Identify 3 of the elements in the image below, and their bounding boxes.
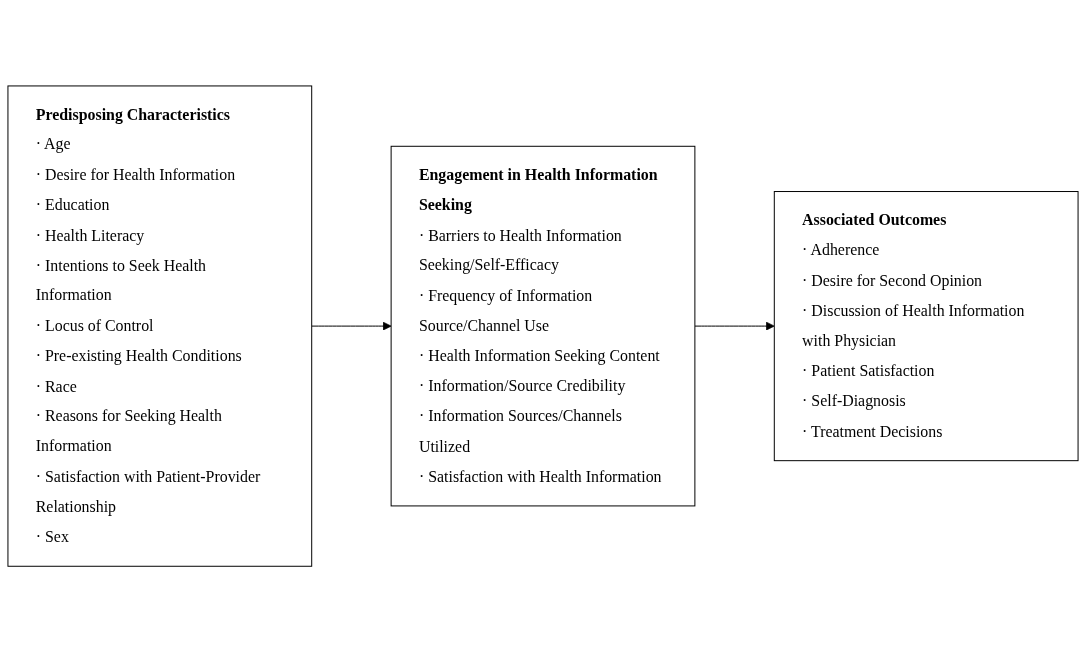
node-box: Predisposing Characteristics · Age · Desire for Health Information · Education · Health Literacy · Intentions to Seek Health Information · Locus of Control · Pre-existing Health Conditions · Race · Reasons for Seeking Health Information · Satisfaction with Patient-Provider Relationship · Sex — [7, 85, 313, 567]
node-box: Engagement in Health Information Seeking · Barriers to Health Information Seeking/Self-Efficacy · Frequency of Information Source/Channel Use · Health Information Seeking Content · Information/Source Credibility · Information Sources/Channels Utilized · Satisfaction with Health Information — [390, 145, 696, 507]
node-box: Associated Outcomes · Adherence · Desire for Second Opinion · Discussion of Health Information with Physician · Patient Satisfaction · Self-Diagnosis · Treatment Decisions — [773, 190, 1079, 462]
